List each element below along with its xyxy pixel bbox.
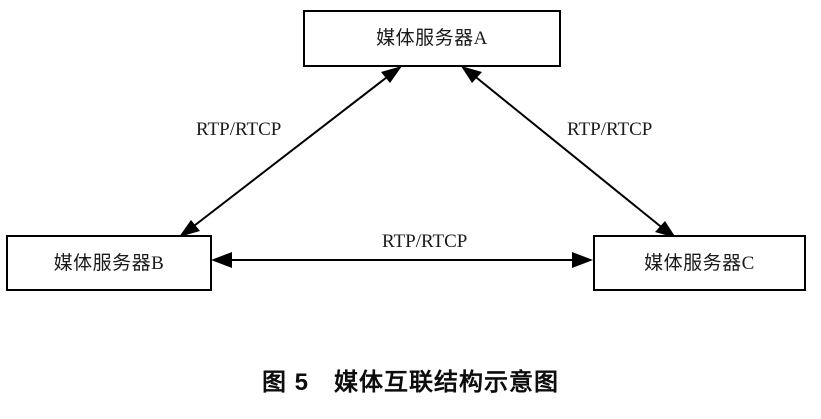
edge-label-b-a: RTP/RTCP <box>196 119 282 140</box>
figure-caption: 图 5 媒体互联结构示意图 <box>261 369 559 396</box>
edge-a-c <box>461 66 676 238</box>
edge-b-a <box>179 66 402 237</box>
edge-b-c <box>211 252 593 268</box>
node-media-server-a-label: 媒体服务器A <box>376 28 488 49</box>
node-media-server-c[interactable]: 媒体服务器C <box>593 235 806 291</box>
node-media-server-b[interactable]: 媒体服务器B <box>6 235 212 291</box>
node-media-server-c-label: 媒体服务器C <box>644 252 755 274</box>
edge-label-a-c: RTP/RTCP <box>567 119 653 140</box>
node-media-server-b-label: 媒体服务器B <box>53 252 165 274</box>
node-media-server-a[interactable]: 媒体服务器A <box>303 10 561 67</box>
edge-label-b-c: RTP/RTCP <box>382 231 468 252</box>
